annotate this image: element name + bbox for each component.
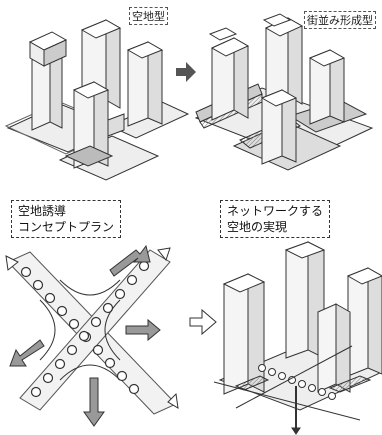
open-space-type-label: 空地型 [129,7,168,25]
network-caption: ネットワークする 空地の実現 [220,200,331,238]
network-caption-line2: 空地の実現 [227,220,288,234]
open-space-type-illustration [4,19,190,181]
streetscape-type-illustration [194,13,374,171]
concept-plan-caption-line1: 空地誘導 [18,204,67,218]
streetscape-type-label: 街並み形成型 [304,11,376,29]
outline-arrow-icon [189,308,217,336]
concept-plan-caption-line2: コンセプトプラン [18,220,115,234]
concept-plan-diagram [5,244,179,427]
network-open-space-illustration [213,241,382,435]
network-caption-line1: ネットワークする [227,204,324,218]
concept-plan-caption: 空地誘導 コンセプトプラン [11,200,122,238]
filled-arrow-icon [176,62,196,82]
